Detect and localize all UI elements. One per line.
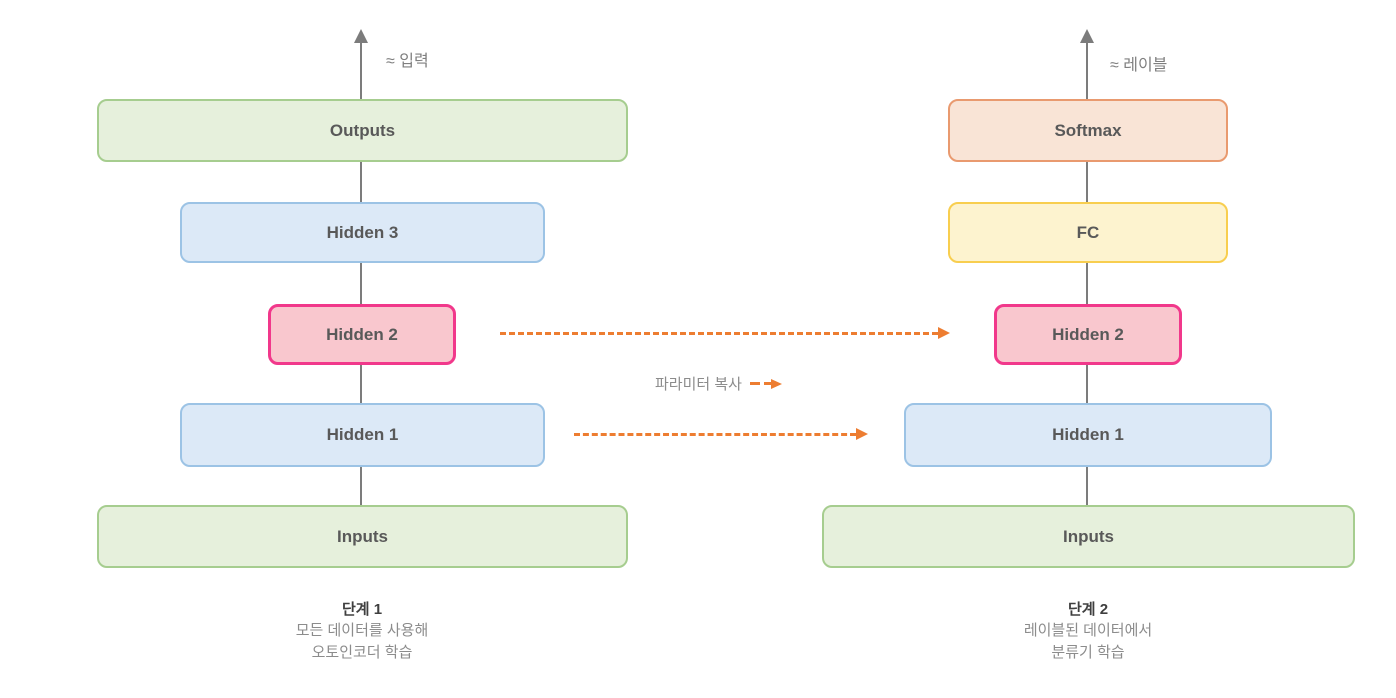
stage1-inputs-box: Inputs [97, 505, 628, 568]
box-label: FC [1076, 222, 1100, 242]
stage2-caption: 단계 2 레이블된 데이터에서 분류기 학습 [938, 599, 1238, 664]
box-label: Hidden 2 [1052, 324, 1124, 344]
stage1-hidden2-box: Hidden 2 [268, 304, 456, 365]
param-copy-arrow-hidden2 [500, 327, 950, 339]
stage1-hidden3-box: Hidden 3 [180, 202, 545, 263]
mini-arrow-icon [763, 382, 772, 385]
param-copy-annotation: 파라미터 복사 [655, 373, 782, 394]
stage2-fc-box: FC [948, 202, 1228, 263]
stage2-inputs-box: Inputs [822, 505, 1355, 568]
box-label: Hidden 3 [326, 222, 399, 242]
box-label: Outputs [329, 120, 396, 140]
stage1-hidden1-box: Hidden 1 [180, 403, 545, 467]
caption-line: 모든 데이터를 사용해 [295, 622, 429, 639]
box-label: Inputs [337, 526, 388, 546]
stage1-caption: 단계 1 모든 데이터를 사용해 오토인코더 학습 [212, 599, 512, 664]
stage2-softmax-box: Softmax [948, 99, 1228, 162]
arrowhead-right-icon [770, 378, 782, 389]
caption-title: 단계 2 [1067, 601, 1109, 618]
box-label: Inputs [1063, 526, 1114, 546]
caption-line: 레이블된 데이터에서 [1023, 622, 1153, 639]
box-label: Hidden 1 [1052, 425, 1124, 444]
param-copy-arrow-hidden1 [574, 428, 868, 440]
caption-line: 분류기 학습 [1051, 644, 1125, 661]
box-label: Hidden 2 [326, 324, 398, 344]
box-label: Hidden 1 [326, 425, 399, 444]
caption-line: 오토인코더 학습 [311, 644, 413, 661]
caption-title: 단계 1 [341, 601, 383, 618]
stage2-approx-label-label: ≈ 레이블 [1110, 57, 1168, 74]
stage2-connector-line [1086, 42, 1088, 505]
stage1-outputs-box: Outputs [97, 99, 628, 162]
stage1-approx-input-label: ≈ 입력 [386, 53, 429, 70]
arrowhead-up-icon [354, 29, 368, 43]
stage2-hidden2-box: Hidden 2 [994, 304, 1182, 365]
stage2-hidden1-box: Hidden 1 [904, 403, 1272, 467]
arrowhead-up-icon [1080, 29, 1094, 43]
stage1-connector-line [360, 42, 362, 505]
param-copy-label: 파라미터 복사 [655, 376, 742, 393]
box-label: Softmax [1054, 120, 1122, 140]
mini-dash-icon [749, 382, 760, 385]
